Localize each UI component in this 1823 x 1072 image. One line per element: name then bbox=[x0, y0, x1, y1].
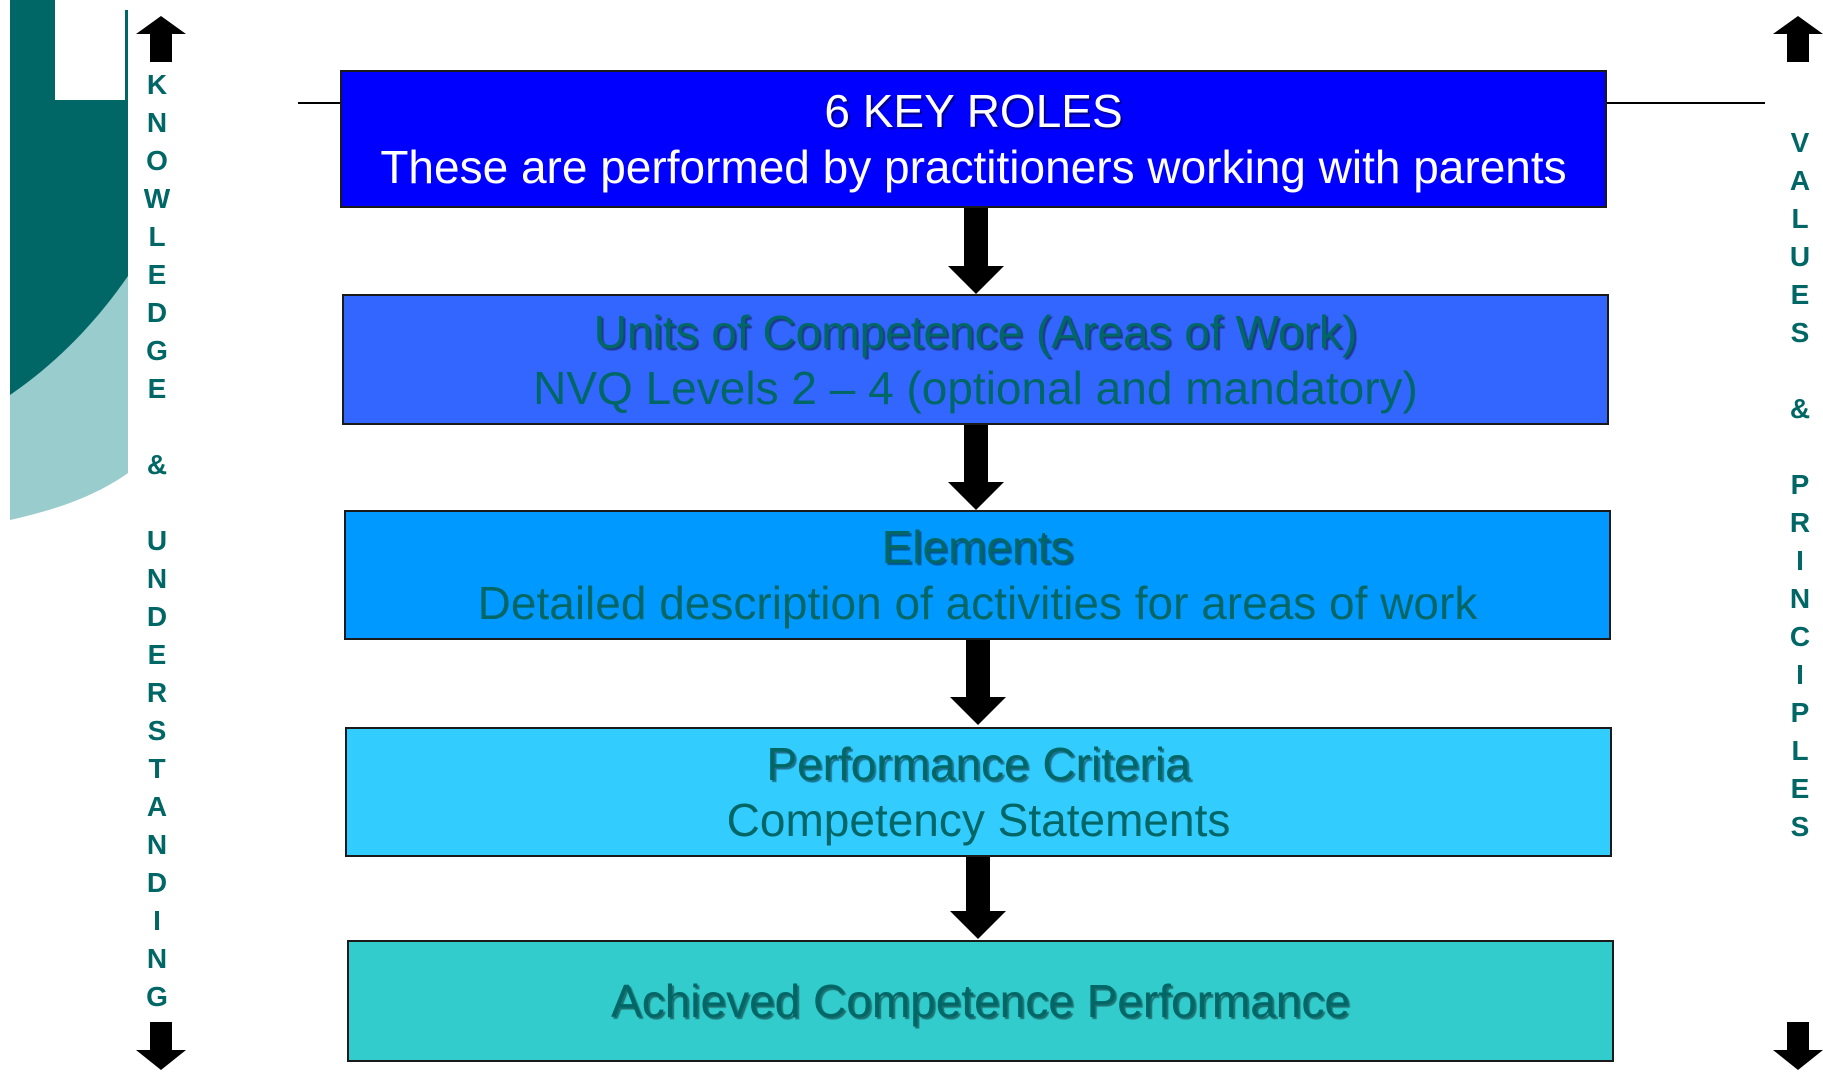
down-arrow-icon bbox=[950, 857, 1006, 939]
units-box: Units of Competence (Areas of Work) NVQ … bbox=[342, 294, 1609, 425]
down-arrow-icon bbox=[950, 640, 1006, 725]
right-up-arrow-icon bbox=[1773, 16, 1823, 62]
achieved-competence-box: Achieved Competence Performance bbox=[347, 940, 1614, 1062]
label-letter: N bbox=[146, 943, 168, 974]
label-letter: R bbox=[1789, 507, 1811, 538]
label-letter: E bbox=[1790, 279, 1810, 310]
label-letter: P bbox=[1790, 469, 1810, 500]
label-letter: N bbox=[146, 563, 168, 594]
label-letter: R bbox=[146, 677, 168, 708]
label-letter: L bbox=[1791, 735, 1809, 766]
label-letter: L bbox=[148, 221, 166, 252]
label-letter: K bbox=[146, 69, 168, 100]
right-down-arrow-icon bbox=[1773, 1022, 1823, 1070]
performance-criteria-subtitle: Competency Statements bbox=[726, 794, 1231, 846]
performance-criteria-box: Performance Criteria Competency Statemen… bbox=[345, 727, 1612, 857]
label-letter: N bbox=[146, 107, 168, 138]
label-letter: D bbox=[146, 601, 168, 632]
label-letter: S bbox=[1790, 811, 1810, 842]
elements-box: Elements Detailed description of activit… bbox=[344, 510, 1611, 640]
left-up-arrow-icon bbox=[136, 16, 186, 62]
key-roles-title: 6 KEY ROLES bbox=[824, 85, 1123, 137]
label-letter: U bbox=[146, 525, 168, 556]
label-letter: P bbox=[1790, 697, 1810, 728]
top-line-right bbox=[1605, 102, 1765, 104]
label-letter: C bbox=[1789, 621, 1811, 652]
down-arrow-icon bbox=[948, 208, 1004, 294]
units-subtitle: NVQ Levels 2 – 4 (optional and mandatory… bbox=[533, 361, 1418, 414]
label-letter: & bbox=[146, 449, 168, 480]
label-letter: & bbox=[1789, 393, 1811, 424]
label-letter: A bbox=[146, 791, 168, 822]
elements-subtitle: Detailed description of activities for a… bbox=[477, 577, 1478, 629]
elements-title: Elements bbox=[881, 521, 1074, 573]
label-letter: I bbox=[1796, 545, 1804, 576]
down-arrow-icon bbox=[948, 425, 1004, 510]
label-letter: W bbox=[143, 183, 171, 214]
label-letter: E bbox=[1790, 773, 1810, 804]
label-letter: E bbox=[147, 373, 167, 404]
label-letter: U bbox=[1789, 241, 1811, 272]
key-roles-subtitle: These are performed by practitioners wor… bbox=[380, 141, 1567, 193]
label-letter: I bbox=[1796, 659, 1804, 690]
label-letter: T bbox=[148, 753, 166, 784]
corner-white-band bbox=[55, 0, 196, 540]
label-letter bbox=[137, 484, 177, 522]
label-letter: D bbox=[146, 867, 168, 898]
label-letter: E bbox=[147, 259, 167, 290]
label-letter bbox=[1780, 352, 1820, 390]
label-letter: N bbox=[1789, 583, 1811, 614]
label-letter: G bbox=[146, 981, 168, 1012]
performance-criteria-title: Performance Criteria bbox=[766, 738, 1191, 790]
top-line-left bbox=[298, 102, 342, 104]
label-letter: O bbox=[146, 145, 168, 176]
label-letter: A bbox=[1789, 165, 1811, 196]
achieved-competence-title: Achieved Competence Performance bbox=[611, 975, 1350, 1027]
label-letter: G bbox=[146, 335, 168, 366]
label-letter: I bbox=[153, 905, 161, 936]
label-letter: E bbox=[147, 639, 167, 670]
label-letter bbox=[1780, 428, 1820, 466]
left-down-arrow-icon bbox=[136, 1022, 186, 1070]
key-roles-box: 6 KEY ROLES These are performed by pract… bbox=[340, 70, 1607, 208]
label-letter: S bbox=[147, 715, 167, 746]
units-title: Units of Competence (Areas of Work) bbox=[593, 305, 1358, 358]
label-letter bbox=[137, 408, 177, 446]
label-letter: L bbox=[1791, 203, 1809, 234]
label-letter: N bbox=[146, 829, 168, 860]
label-letter: V bbox=[1790, 127, 1810, 158]
label-letter: D bbox=[146, 297, 168, 328]
label-letter: S bbox=[1790, 317, 1810, 348]
